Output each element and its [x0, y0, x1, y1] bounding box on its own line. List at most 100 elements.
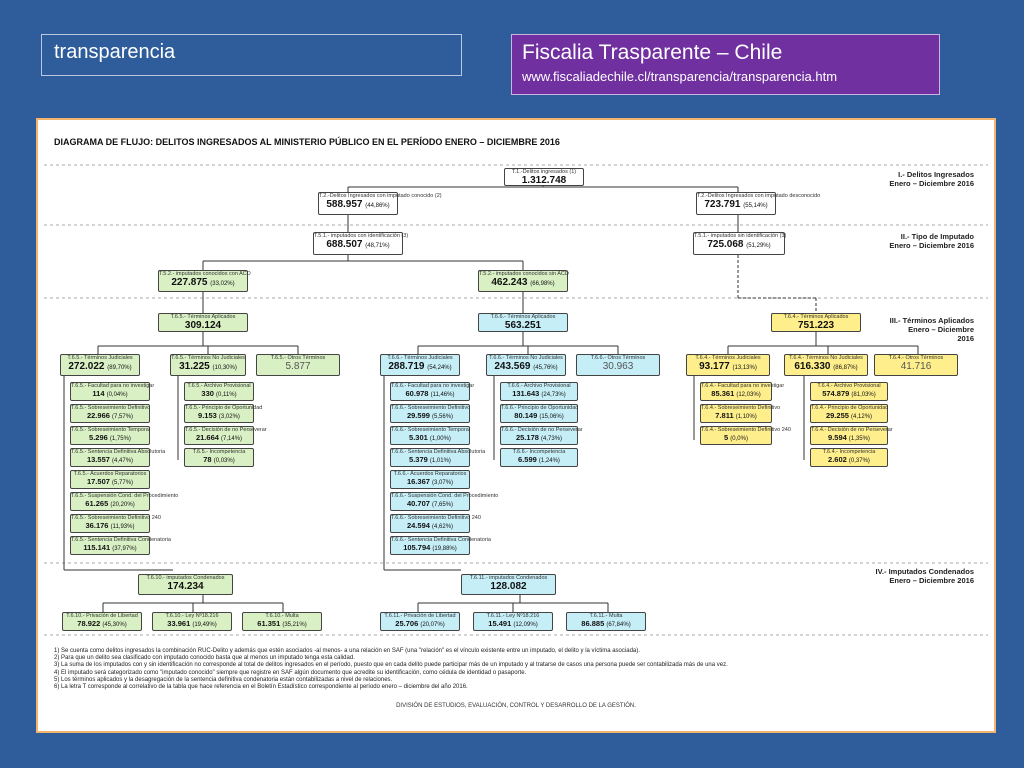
box-value: 21.664	[195, 433, 219, 442]
box-value: 9.594	[828, 433, 847, 442]
box-col-b-otros-terminos: T.6.6.- Otros Términos 30.963	[576, 354, 660, 376]
box-label: T.6.5.- Facultad para no investigar	[71, 383, 155, 389]
box-pct: (4,47%)	[112, 458, 134, 464]
box-value: 9.153	[198, 411, 217, 420]
box-label: T.6.5.- Principio de Oportunidad	[185, 405, 263, 411]
box-pct: (5,77%)	[112, 480, 134, 486]
section-title: II.- Tipo de Imputado	[900, 232, 974, 241]
box-pct: (55,14%)	[743, 203, 768, 209]
box-label: T.6.5.- Decisión de no Perseverar	[185, 427, 267, 433]
box-label: T.6.11.- Multa	[589, 613, 623, 619]
box-label: T.6.5.- Términos Judiciales	[67, 355, 133, 361]
box-pct: (45,30%)	[102, 622, 127, 628]
box-pct: (0,11%)	[216, 392, 237, 398]
box-value: 22.966	[86, 411, 110, 420]
box-value: 5.877	[285, 361, 311, 372]
box-value: 616.330	[794, 361, 831, 372]
section-period: Enero – Diciembre	[908, 325, 974, 334]
box-value: 33.961	[167, 619, 191, 628]
box-label: T.6.6.- Acuerdos Reparatorios	[393, 471, 467, 477]
box-label: T.6.10.- Ley Nº18.216	[165, 613, 219, 619]
box-value: 330	[201, 389, 214, 398]
box-col-a-terminos-aplicados: T.6.5.- Términos Aplicados 309.124	[158, 313, 248, 332]
box-pct: (35,21%)	[282, 622, 307, 628]
box-pct: (81,03%)	[851, 392, 876, 398]
section-period: Enero – Diciembre 2016	[889, 179, 974, 188]
box-pct: (11,93%)	[110, 524, 135, 530]
box-col-a-terminos-no-judiciales: T.6.5.- Términos No Judiciales 31.225 (1…	[170, 354, 246, 376]
box-pct: (24,73%)	[541, 392, 566, 398]
box-label: T.6.4.- Decisión de no Perseverar	[811, 427, 893, 433]
box-pct: (12,09%)	[513, 622, 538, 628]
box-pct: (86,87%)	[833, 365, 858, 371]
box-value: 15.491	[488, 619, 512, 628]
box-value: 115.141	[83, 543, 111, 552]
box-pct: (15,06%)	[539, 414, 564, 420]
box-col-c-otros-terminos: T.6.4.- Otros Términos 41.716	[874, 354, 958, 376]
box-col-a-jud-item: T.6.5.- Sentencia Definitiva Condenatori…	[70, 536, 171, 555]
box-pct: (20,20%)	[110, 502, 135, 508]
box-value: 36.176	[85, 521, 109, 530]
box-pct: (45,76%)	[533, 365, 558, 371]
box-value: 5.379	[409, 455, 428, 464]
section-title: III.- Términos Aplicados	[889, 316, 974, 325]
box-value: 723.791	[704, 199, 741, 210]
box-value: 131.643	[512, 389, 540, 398]
box-col-b-jud-item: T.6.6.- Suspensión Cond. del Procedimien…	[390, 492, 498, 511]
box-imputados-con-identificacion: T.5.1.- imputados con identificación (3)…	[313, 232, 409, 255]
box-col-a-terminos-judiciales: T.6.5.- Términos Judiciales 272.022 (89,…	[60, 354, 140, 376]
box-label: T.6.5.- Suspensión Cond. del Procedimien…	[71, 493, 179, 499]
box-value: 80.149	[514, 411, 538, 420]
box-label: T.6.4.- Sobreseimiento Definitivo	[701, 405, 781, 411]
header-right-title-box: Fiscalia Trasparente – Chile www.fiscali…	[511, 34, 940, 95]
box-label: T.6.5.- Acuerdos Reparatorios	[73, 471, 147, 477]
box-pct: (20,07%)	[420, 622, 445, 628]
box-value: 105.794	[403, 543, 431, 552]
box-pct: (0,37%)	[848, 458, 870, 464]
box-label: T.6.4.- Archivo Provisional	[817, 383, 881, 389]
box-col-a-jud-item: T.6.5.- Suspensión Cond. del Procedimien…	[70, 492, 179, 511]
box-label: T.6.6.- Otros Términos	[590, 355, 646, 361]
box-pct: (44,86%)	[365, 203, 390, 209]
box-pct: (4,12%)	[851, 414, 873, 420]
box-col-b-terminos-judiciales: T.6.6.- Términos Judiciales 288.719 (54,…	[380, 354, 460, 376]
box-value: 462.243	[491, 277, 528, 288]
box-pct: (19,88%)	[432, 546, 457, 552]
box-label: T.6.4.- Términos No Judiciales	[789, 355, 863, 361]
right-title: Fiscalia Trasparente – Chile	[522, 41, 783, 64]
box-conocidos-sin-acd: T.5.2.- imputados conocidos sin ACD 462.…	[478, 270, 569, 292]
box-label: T.6.4.- Incompetencia	[822, 449, 876, 455]
box-value: 243.569	[494, 361, 531, 372]
box-col-b-jud-item: T.6.6.- Sentencia Definitiva Condenatori…	[390, 536, 491, 555]
box-value: 41.716	[900, 361, 932, 372]
right-url: www.fiscaliadechile.cl/transparencia/tra…	[522, 69, 838, 84]
box-label: T.6.5.- Sentencia Definitiva Absolutoria	[71, 449, 166, 455]
box-label: T.5.1.- imputados con identificación (3)	[314, 233, 409, 239]
section-period: Enero – Diciembre 2016	[889, 241, 974, 250]
box-col-c-terminos-judiciales: T.6.4.- Términos Judiciales 93.177 (13,1…	[686, 354, 770, 376]
box-pct: (89,70%)	[107, 365, 132, 371]
box-value: 751.223	[797, 320, 835, 331]
box-value: 563.251	[504, 320, 542, 331]
box-label: T.6.10.- Multa	[265, 613, 299, 619]
left-title: transparencia	[54, 41, 176, 63]
box-col-a-condenados: T.6.10.- imputados Condenados 174.234	[138, 574, 233, 595]
box-label: T.6.6.- Términos No Judiciales	[489, 355, 563, 361]
box-value: 61.351	[257, 619, 281, 628]
box-value: 227.875	[171, 277, 208, 288]
